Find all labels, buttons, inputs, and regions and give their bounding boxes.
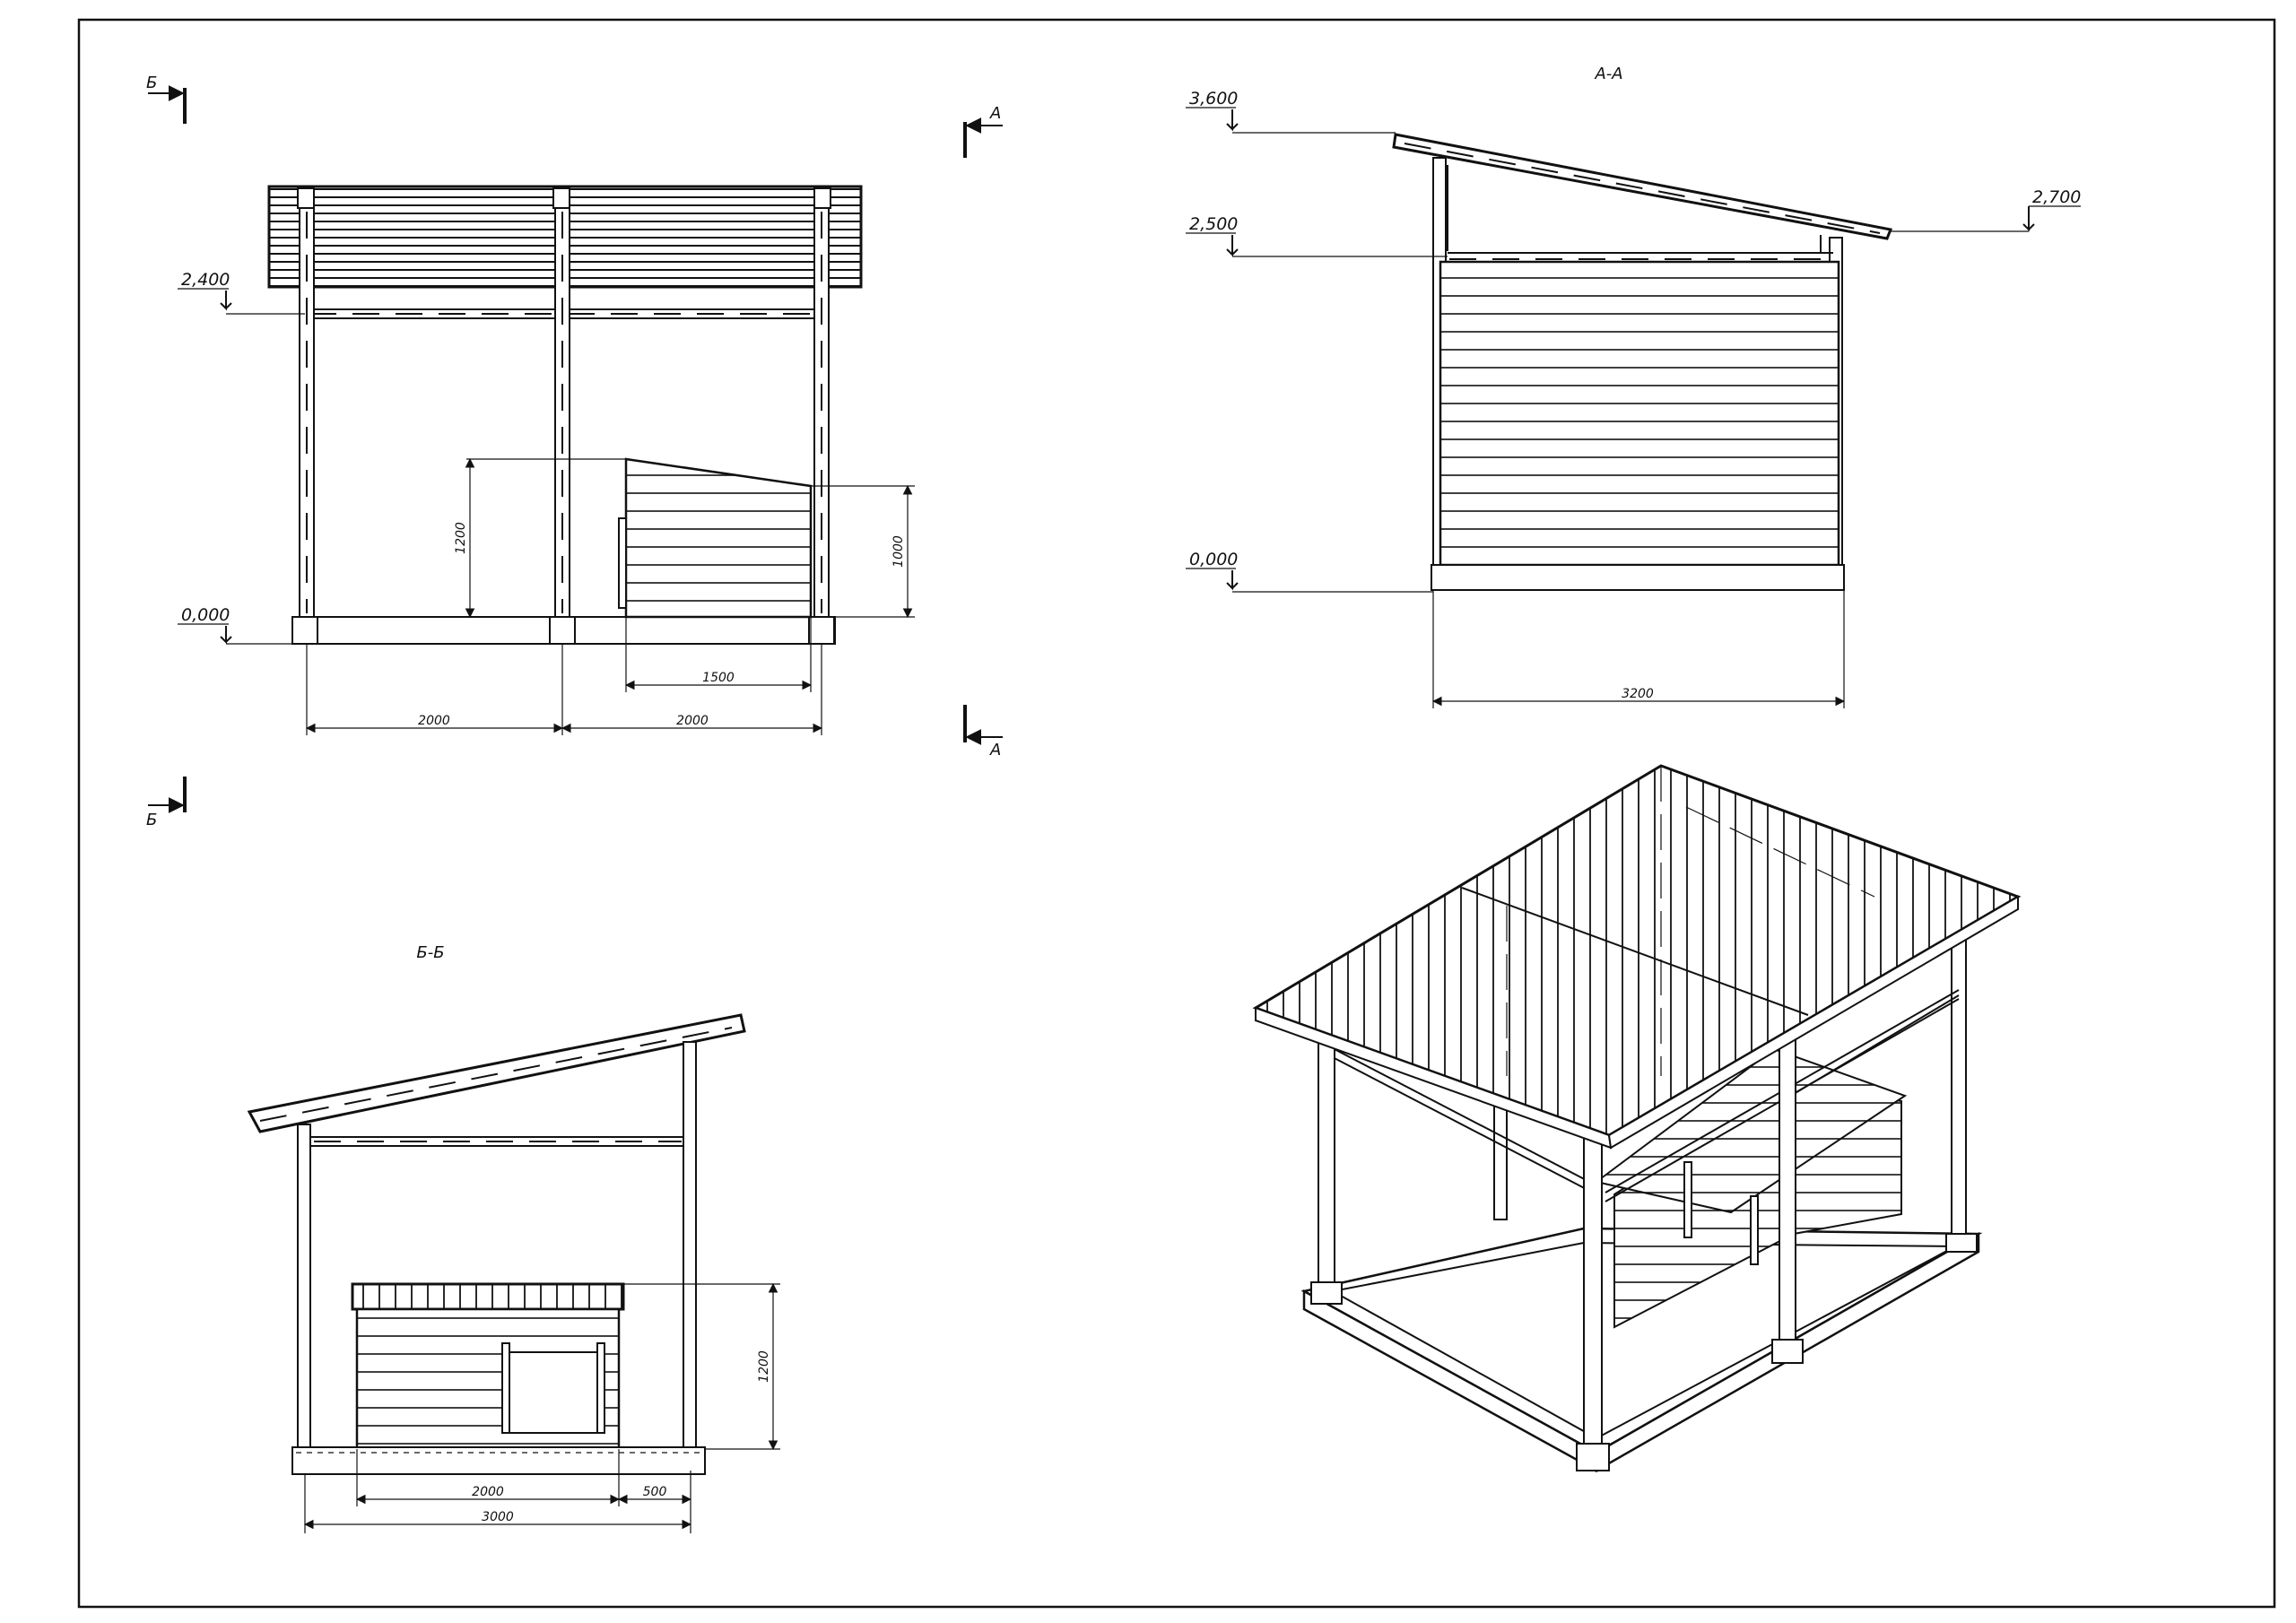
level-front-2400: 2,400 bbox=[181, 270, 230, 290]
dim-front-1000: 1000 bbox=[891, 535, 906, 568]
section-marker-b-top: Б bbox=[146, 74, 187, 124]
dim-bb-1200: 1200 bbox=[757, 1350, 771, 1383]
isometric-view bbox=[1252, 764, 2022, 1473]
dim-aa-3200: 3200 bbox=[1622, 687, 1654, 701]
svg-text:Б: Б bbox=[146, 811, 157, 829]
dim-front-1500: 1500 bbox=[702, 671, 735, 685]
bb-kennel-roof bbox=[351, 1282, 625, 1311]
iso-post-front bbox=[1583, 1122, 1603, 1459]
dim-front-1200: 1200 bbox=[454, 522, 468, 554]
aa-wall bbox=[1439, 260, 1840, 567]
front-view: 1200 1000 1500 2000 2000 2,400 0,000 bbox=[178, 185, 915, 735]
svg-text:Б: Б bbox=[146, 74, 157, 92]
level-aa-2700: 2,700 bbox=[2032, 187, 2081, 207]
iso-post-left bbox=[1318, 1028, 1335, 1296]
level-front-0000: 0,000 bbox=[181, 605, 230, 625]
section-bb: Б-Б 1200 2000 500 3000 bbox=[247, 943, 780, 1533]
dim-bb-500: 500 bbox=[643, 1485, 667, 1499]
section-aa: А-А 3,600 2,700 2,500 0,000 bbox=[1186, 65, 2081, 708]
section-marker-a-bottom: А bbox=[963, 705, 1003, 759]
level-aa-2500: 2,500 bbox=[1189, 214, 1238, 234]
iso-post-right bbox=[1779, 1025, 1796, 1355]
dim-front-2000-right: 2000 bbox=[676, 714, 709, 728]
aa-roof bbox=[1392, 133, 1893, 240]
sheet-frame bbox=[77, 18, 2276, 1609]
iso-roof bbox=[1252, 764, 2022, 1137]
section-aa-title: А-А bbox=[1594, 65, 1622, 83]
level-aa-0000: 0,000 bbox=[1189, 550, 1238, 569]
bb-kennel-opening bbox=[501, 1351, 600, 1434]
svg-text:А: А bbox=[989, 741, 1001, 759]
svg-text:А: А bbox=[989, 104, 1001, 123]
dim-front-2000-left: 2000 bbox=[418, 714, 450, 728]
level-aa-3600: 3,600 bbox=[1189, 89, 1238, 108]
section-marker-a-top: А bbox=[963, 104, 1003, 158]
section-marker-b-bottom: Б bbox=[146, 777, 187, 829]
dim-bb-3000: 3000 bbox=[482, 1510, 514, 1524]
dim-bb-2000: 2000 bbox=[472, 1485, 504, 1499]
section-bb-title: Б-Б bbox=[416, 943, 444, 962]
